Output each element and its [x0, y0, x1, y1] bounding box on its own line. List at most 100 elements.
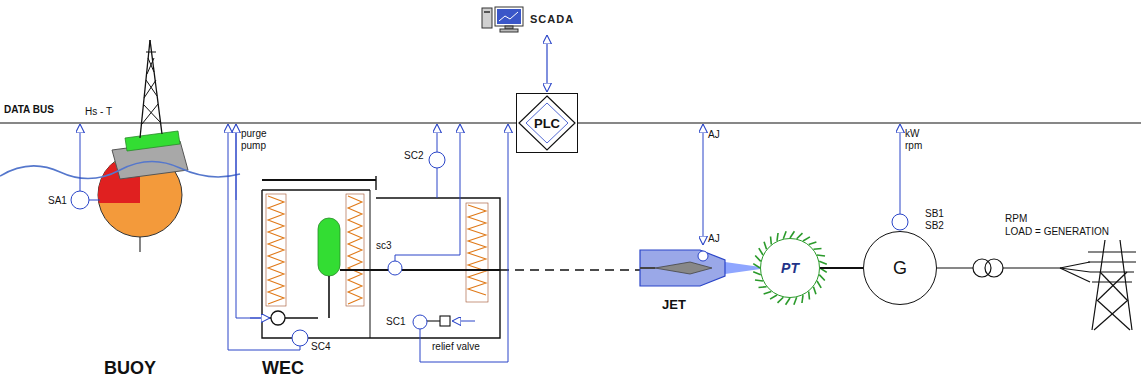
- transformer-grid: [1088, 251, 1136, 252]
- note: LOAD = GENERATION: [1005, 226, 1109, 238]
- turbine-blades: [786, 298, 790, 305]
- wec-housing: [262, 189, 370, 190]
- plc-outline: [526, 103, 568, 143]
- sensor-wire: [388, 261, 402, 275]
- transformer-grid: [985, 259, 1003, 277]
- sensor-name: sc3: [376, 240, 392, 252]
- part-name: WEC: [262, 358, 304, 379]
- turbine-blades: [794, 297, 797, 305]
- sensor-wire: [80, 124, 81, 191]
- turbine-blades: [819, 261, 827, 264]
- computer-icon: [500, 29, 518, 32]
- computer-icon: [499, 12, 518, 21]
- wec-piping: [262, 270, 640, 326]
- transformer-grid: [1092, 281, 1132, 282]
- sensor-wire: [429, 152, 445, 168]
- wec-piping: [328, 276, 330, 318]
- float-capsule: [318, 218, 340, 276]
- computer-icon: [495, 7, 523, 26]
- sensor-wire: [236, 124, 268, 318]
- signal-name: AJ: [708, 233, 720, 245]
- coil-spring: [468, 205, 486, 295]
- sensor-wire: [420, 124, 508, 362]
- buoy-figure: [144, 80, 156, 98]
- jet-nozzle: [640, 267, 655, 269]
- wec-housing: [375, 176, 376, 190]
- turbine-blades: [808, 291, 810, 299]
- sensor-wire: [250, 318, 270, 319]
- sensor-wire: [89, 200, 100, 201]
- jet-nozzle: [640, 250, 768, 286]
- transformer-grid: [1003, 267, 1060, 268]
- plc-diamond: PLC: [516, 93, 578, 153]
- transformer-grid: [1098, 272, 1127, 300]
- turbine-blades: [813, 248, 821, 250]
- buoy-figure: [139, 236, 140, 252]
- signal-name: AJ: [708, 129, 720, 141]
- transformer-grid: [937, 240, 1136, 330]
- sensor-wire: [437, 168, 438, 198]
- buoy-figure: [146, 80, 157, 96]
- turbine-blades: [753, 231, 827, 305]
- transformer-grid: [1097, 300, 1130, 330]
- sensor-wire: [437, 124, 438, 152]
- turbine-blades: [813, 287, 816, 295]
- buoy-figure: [146, 52, 156, 53]
- coil-spring: [348, 196, 362, 304]
- node-label: SCADA: [530, 13, 574, 25]
- sensor-wire: [395, 124, 460, 261]
- computer-icon: [482, 8, 492, 28]
- sensor-wire: [892, 214, 908, 230]
- sensor-name: SC4: [311, 341, 330, 353]
- transformer-grid: [937, 267, 973, 268]
- sensor-wire: [71, 124, 100, 209]
- jet-nozzle: [655, 262, 712, 274]
- sensor-name: SA1: [48, 195, 67, 207]
- node-label: G: [893, 258, 907, 279]
- transformer-grid: [1060, 262, 1090, 268]
- coil-spring: [266, 194, 488, 306]
- computer-icon: [480, 4, 526, 34]
- bus-name: DATA BUS: [4, 104, 54, 116]
- turbine-blades: [764, 291, 772, 294]
- turbine-blades: [790, 231, 794, 238]
- generator-circle: G: [863, 231, 937, 305]
- transformer-grid: [1060, 268, 1090, 282]
- transformer-grid: [1120, 240, 1132, 330]
- coil-spring: [466, 203, 488, 302]
- sensor-wire: [892, 124, 908, 230]
- part-name: relief valve: [432, 341, 480, 353]
- sensor-wire: [703, 124, 704, 245]
- signal-name: purge pump: [241, 128, 275, 151]
- jet-nozzle: [640, 250, 725, 286]
- signal-name: Hs - T: [85, 106, 112, 118]
- node-label: PLC: [534, 116, 560, 131]
- sensor-wire: [236, 124, 237, 200]
- buoy-figure: [0, 40, 240, 252]
- connector: [820, 267, 863, 269]
- wec-piping: [285, 317, 318, 319]
- buoy-figure: [125, 131, 180, 151]
- signal-name: kW: [905, 128, 919, 140]
- turbine-blades: [797, 233, 803, 239]
- wec-piping: [340, 269, 500, 271]
- turbine-blades: [817, 281, 821, 288]
- connector: [546, 35, 547, 92]
- wec-housing: [262, 176, 500, 338]
- wec-piping: [427, 320, 440, 321]
- computer-icon: [497, 9, 521, 24]
- sensor-name: SC1: [386, 316, 405, 328]
- sensor-wire: [71, 191, 89, 209]
- buoy-figure: [142, 104, 158, 124]
- turbine-blades: [778, 297, 784, 303]
- sensor-wire: [292, 330, 308, 346]
- sensor-name: SC2: [404, 150, 423, 162]
- note: RPM: [1005, 213, 1027, 225]
- coil-spring: [266, 194, 286, 306]
- sensor-wire: [228, 124, 300, 350]
- transformer-grid: [1094, 300, 1128, 330]
- buoy-figure: [147, 58, 154, 74]
- sensor-wire: [452, 321, 475, 322]
